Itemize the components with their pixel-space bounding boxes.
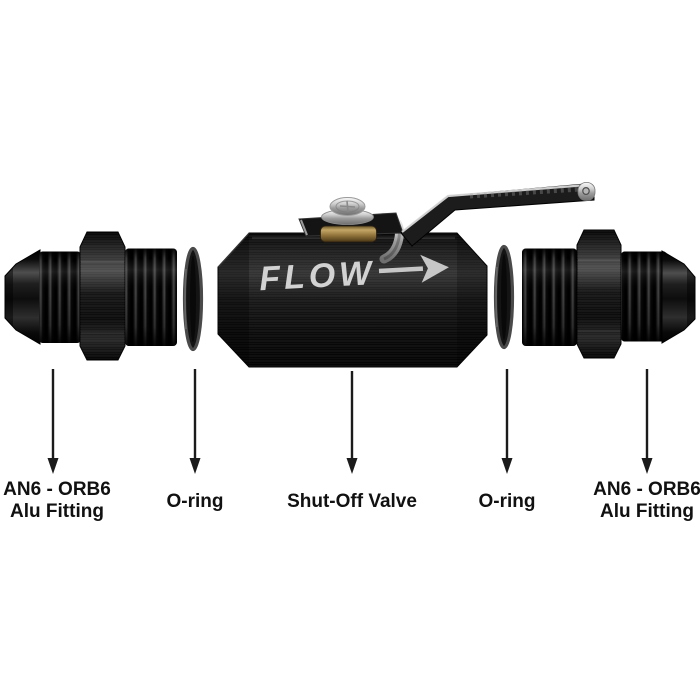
label-fitting-right-line1: AN6 - ORB6: [593, 479, 700, 500]
hex-nut-brush-texture: [577, 230, 621, 358]
an6-orb6-fitting-right: [522, 229, 696, 359]
lever-top-highlight: [401, 183, 588, 233]
flow-arrow-shaft: [378, 266, 424, 274]
o-ring-highlight: [495, 266, 498, 328]
orb-threads-shading: [125, 248, 177, 346]
screw-slot-icon: [346, 200, 349, 213]
callout-arrow-valve: [346, 371, 358, 474]
an-threads-shading: [39, 251, 81, 343]
label-fitting-right: AN6 - ORB6 Alu Fitting: [582, 479, 700, 523]
flow-arrow-icon: [420, 254, 449, 283]
an-flare-cone: [661, 250, 696, 344]
hex-nut-brush-texture: [80, 232, 125, 360]
valve-right-end-face: [457, 233, 487, 367]
label-fitting-right-line2: Alu Fitting: [600, 501, 694, 522]
label-oring-left: O-ring: [145, 491, 245, 513]
flow-marking-group: FLOW: [258, 254, 449, 298]
shut-off-valve-body: FLOW: [217, 232, 488, 368]
o-ring-right: [493, 244, 515, 350]
plate-edge-highlight: [300, 219, 308, 236]
lever-tip-hole: [582, 187, 590, 196]
o-ring-highlight: [184, 268, 187, 330]
label-oring-right-text: O-ring: [478, 491, 536, 512]
orb-threads-shading: [522, 248, 577, 346]
callout-arrows: [47, 369, 653, 474]
brass-washer: [320, 225, 377, 243]
valve-brush-texture: [218, 233, 487, 367]
an-flare-cone: [4, 249, 41, 345]
label-fitting-left-line2: Alu Fitting: [10, 501, 104, 522]
flow-marking: FLOW: [258, 254, 376, 298]
callout-arrow-oring-right: [501, 369, 513, 474]
callout-arrow-oring-left: [189, 369, 201, 474]
label-fitting-left-line1: AN6 - ORB6: [3, 479, 111, 500]
label-shut-off-valve: Shut-Off Valve: [262, 491, 442, 513]
o-ring-left: [182, 246, 204, 352]
valve-left-end-face: [218, 233, 249, 367]
o-ring-center: [190, 256, 196, 342]
an-flare-tip-face: [5, 268, 13, 327]
label-oring-right: O-ring: [457, 491, 557, 513]
chamfer-edge: [217, 232, 250, 268]
label-shut-off-valve-text: Shut-Off Valve: [287, 491, 417, 512]
valve-handle: [298, 182, 596, 264]
callout-arrow-fitting-left: [47, 369, 59, 474]
o-ring-center: [501, 254, 507, 340]
callout-arrow-fitting-right: [641, 369, 653, 474]
label-oring-left-text: O-ring: [166, 491, 224, 512]
label-fitting-left: AN6 - ORB6 Alu Fitting: [0, 479, 122, 523]
lever-texture: [469, 186, 581, 199]
an-threads-shading: [621, 251, 667, 342]
an6-orb6-fitting-left: [4, 231, 177, 361]
an-flare-tip-face: [687, 268, 695, 327]
